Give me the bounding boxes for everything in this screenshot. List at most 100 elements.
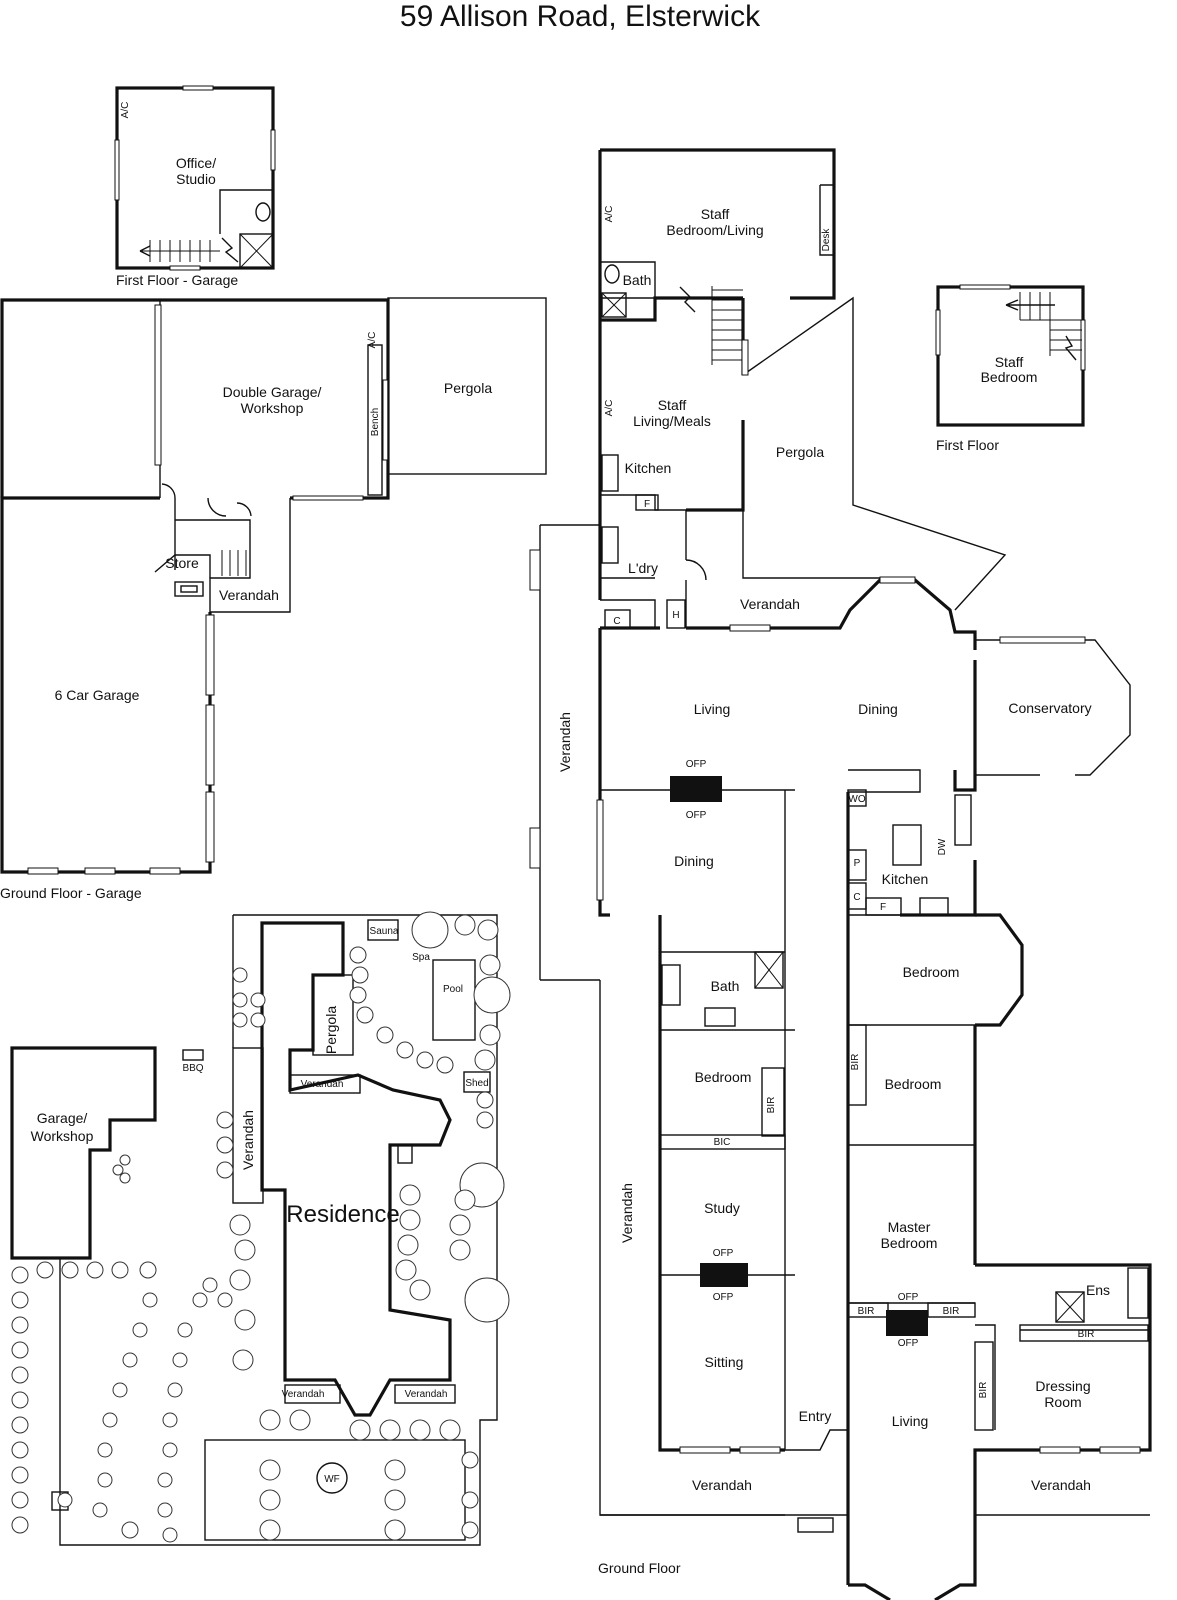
pool-label: Pool [443, 984, 463, 995]
tree [167, 1382, 183, 1398]
tree [11, 1391, 29, 1409]
tree [449, 1214, 471, 1236]
tree [11, 1291, 29, 1309]
site-plan: Garage/ Workshop BBQ Residence Verandah … [10, 911, 511, 1546]
staff-kitchen-label: Kitchen [625, 460, 672, 476]
tree [384, 1459, 406, 1481]
caption-first-floor: First Floor [936, 437, 999, 453]
residence-label: Residence [286, 1201, 399, 1228]
conservatory-label: Conservatory [1008, 700, 1091, 716]
c-label-2: C [853, 892, 860, 903]
bic-label: BIC [714, 1137, 731, 1148]
tree [102, 1412, 118, 1428]
tree [395, 1259, 417, 1281]
double-garage-label-1: Double Garage/ [223, 384, 322, 400]
staff-bedroom-ff-2: Bedroom [981, 369, 1038, 385]
tree [349, 1419, 371, 1441]
tree [384, 1489, 406, 1511]
living-label: Living [694, 701, 731, 717]
dressing-room-2: Room [1044, 1394, 1081, 1410]
master-bedroom-1: Master [888, 1219, 931, 1235]
tree [217, 1292, 233, 1308]
caption-ground-floor: Ground Floor [598, 1560, 681, 1576]
plan-title: 59 Allison Road, Elsterwick [400, 0, 761, 33]
tree [216, 1161, 234, 1179]
tree [479, 954, 501, 976]
ofp-a2: OFP [686, 810, 707, 821]
tree [11, 1441, 29, 1459]
bir1-label: BIR [766, 1097, 777, 1114]
tree [461, 1521, 479, 1539]
tree [476, 1111, 494, 1129]
verandah-north-label: Verandah [740, 596, 800, 612]
tree [477, 919, 499, 941]
ofp-c2: OFP [898, 1338, 919, 1349]
tree [11, 1366, 29, 1384]
tree [11, 1416, 29, 1434]
wo-label: WO [848, 794, 865, 805]
tree [11, 1491, 29, 1509]
double-garage-label-2: Workshop [241, 400, 304, 416]
wf-label: WF [324, 1474, 340, 1485]
tree [11, 1341, 29, 1359]
office-studio-plan: A/C Office/ Studio [114, 85, 276, 271]
tree [234, 1239, 256, 1261]
ofp-b1: OFP [713, 1248, 734, 1259]
garage-ground-plan: Double Garage/ Workshop Pergola Bench A/… [0, 297, 547, 875]
dw-label: DW [937, 838, 948, 855]
tree [399, 1184, 421, 1206]
tree [229, 1269, 251, 1291]
staff-bedroom-living-2: Bedroom/Living [666, 222, 763, 238]
tree [349, 986, 367, 1004]
tree [399, 1209, 421, 1231]
garage-pergola-label: Pergola [444, 380, 492, 396]
tree [192, 1292, 208, 1308]
tree [122, 1352, 138, 1368]
site-garage-label-2: Workshop [31, 1128, 94, 1144]
office-label-line1: Office/ [176, 155, 216, 171]
verandah-west-label: Verandah [557, 712, 573, 772]
bbq-label: BBQ [182, 1063, 203, 1074]
tree [229, 1214, 251, 1236]
tree [92, 1502, 108, 1518]
tree [139, 1261, 157, 1279]
entry-label: Entry [799, 1408, 832, 1424]
sauna-label: Sauna [370, 926, 399, 937]
tree [162, 1527, 178, 1543]
living2-label: Living [892, 1413, 929, 1429]
tree [157, 1472, 173, 1488]
tree [356, 1006, 374, 1024]
store-label: Store [165, 555, 199, 571]
tree [112, 1382, 128, 1398]
tree [132, 1322, 148, 1338]
tree [232, 967, 248, 983]
bir4-label: BIR [943, 1306, 960, 1317]
tree [57, 1492, 73, 1508]
bedroom2-label: Bedroom [695, 1069, 752, 1085]
tree [232, 1349, 254, 1371]
ens-label: Ens [1086, 1282, 1110, 1298]
f-label-2: F [880, 902, 886, 913]
tree [121, 1521, 139, 1539]
tree [11, 1266, 29, 1284]
office-label-line2: Studio [176, 171, 216, 187]
tree [216, 1111, 234, 1129]
garage-verandah-label: Verandah [219, 587, 279, 603]
tree [86, 1261, 104, 1279]
dining2-label: Dining [674, 853, 714, 869]
bedroom3-label: Bedroom [885, 1076, 942, 1092]
tree [259, 1489, 281, 1511]
bath-label: Bath [711, 978, 740, 994]
bir2-label: BIR [850, 1054, 861, 1071]
tree [439, 1419, 461, 1441]
staff-bedroom-ff-1: Staff [995, 354, 1024, 370]
staff-living-meals-1: Staff [658, 397, 687, 413]
bir6-label: BIR [978, 1382, 989, 1399]
tree [259, 1519, 281, 1541]
ofp-b2: OFP [713, 1292, 734, 1303]
tree [97, 1442, 113, 1458]
sitting-label: Sitting [705, 1354, 744, 1370]
f-label-1: F [644, 499, 650, 510]
spa-label: Spa [412, 952, 430, 963]
